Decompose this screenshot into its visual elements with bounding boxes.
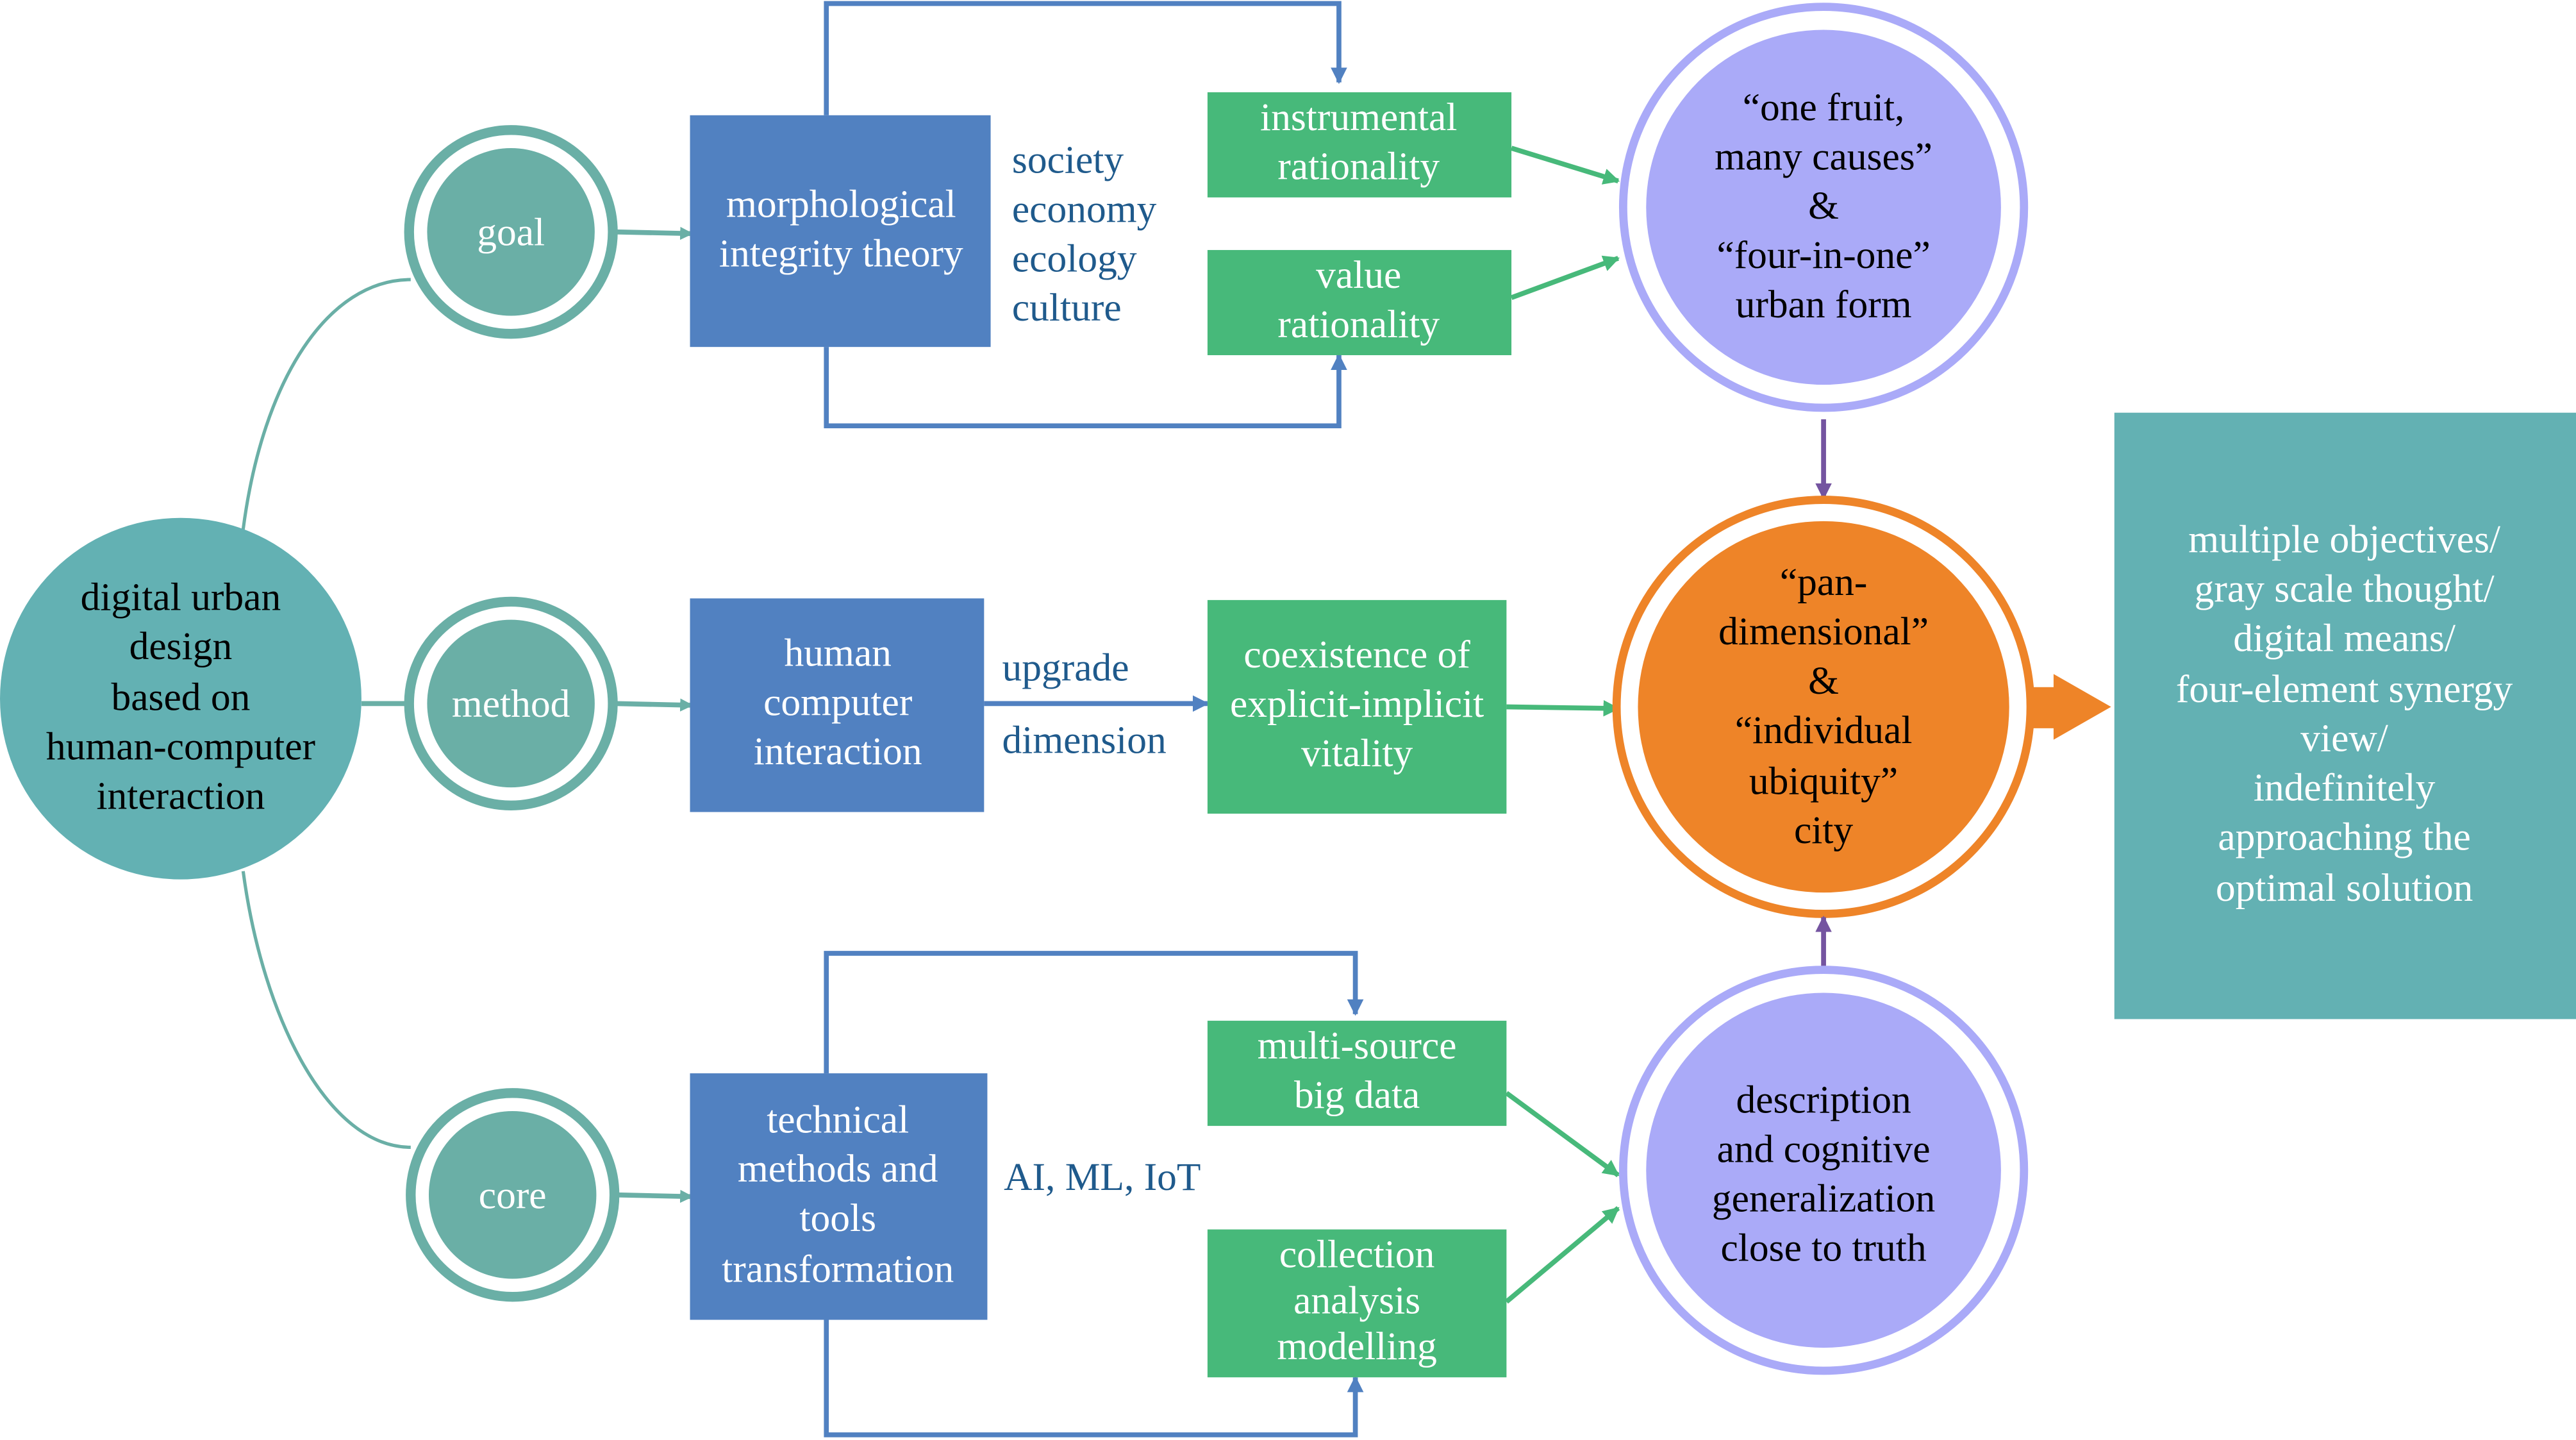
- arrow-big-data: [1505, 1091, 1620, 1178]
- arrow-to-conclusion: [2032, 674, 2111, 740]
- svg-text:“one fruit,many causes”&“four-: “one fruit,many causes”&“four-in-one”urb…: [1715, 85, 1932, 326]
- svg-text:goal: goal: [477, 210, 545, 254]
- arrow-value: [1510, 255, 1620, 300]
- feedback-core-bottom: [824, 1319, 1364, 1437]
- feedback-goal-bottom: [824, 347, 1347, 429]
- arrow-instrumental: [1510, 146, 1620, 185]
- arrow-collection: [1504, 1206, 1620, 1304]
- connector-root-core: [241, 871, 411, 1149]
- core-aspects: AI, ML, IoT: [1004, 1155, 1201, 1199]
- dimension-label: dimension: [1002, 718, 1167, 762]
- goal-node: goal: [404, 125, 618, 339]
- upgrade-label: upgrade: [1002, 646, 1129, 689]
- feedback-goal-top: [824, 1, 1347, 115]
- feedback-core-top: [824, 951, 1364, 1074]
- arrow-goal: [616, 226, 694, 240]
- svg-text:method: method: [452, 682, 570, 726]
- connector-root-goal: [241, 278, 411, 530]
- arrow-method: [616, 698, 694, 712]
- conclusion-box: multiple objectives/gray scale thought/d…: [2114, 412, 2576, 1019]
- core-node: core: [406, 1088, 620, 1302]
- arrow-core: [617, 1189, 694, 1203]
- svg-text:core: core: [479, 1173, 547, 1217]
- arrow-coexistence: [1506, 699, 1620, 717]
- method-node: method: [404, 596, 618, 810]
- result-top-node: “one fruit,many causes”&“four-in-one”urb…: [1618, 3, 2029, 412]
- svg-text:multiple objectives/gray scale: multiple objectives/gray scale thought/d…: [2176, 518, 2513, 910]
